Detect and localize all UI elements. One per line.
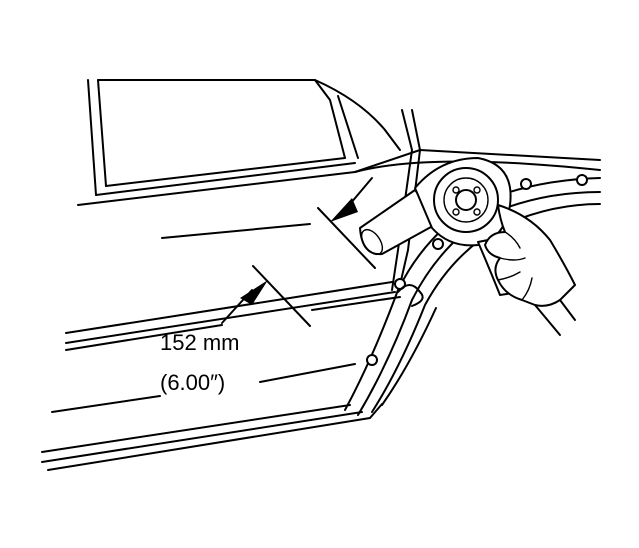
arrowhead-upper [330,198,358,222]
dimension-imperial: (6.00″) [160,370,225,395]
window-frame [87,79,401,196]
dimension-marker [221,177,376,327]
lower-body [41,363,383,471]
side-moulding [65,281,401,351]
dimension-metric: 152 mm [160,330,239,355]
extension-line-upper [317,207,376,269]
hinge-pillar [344,174,601,416]
arrowhead-lower [240,280,268,305]
extension-line-lower [252,265,311,327]
hand [484,204,576,336]
